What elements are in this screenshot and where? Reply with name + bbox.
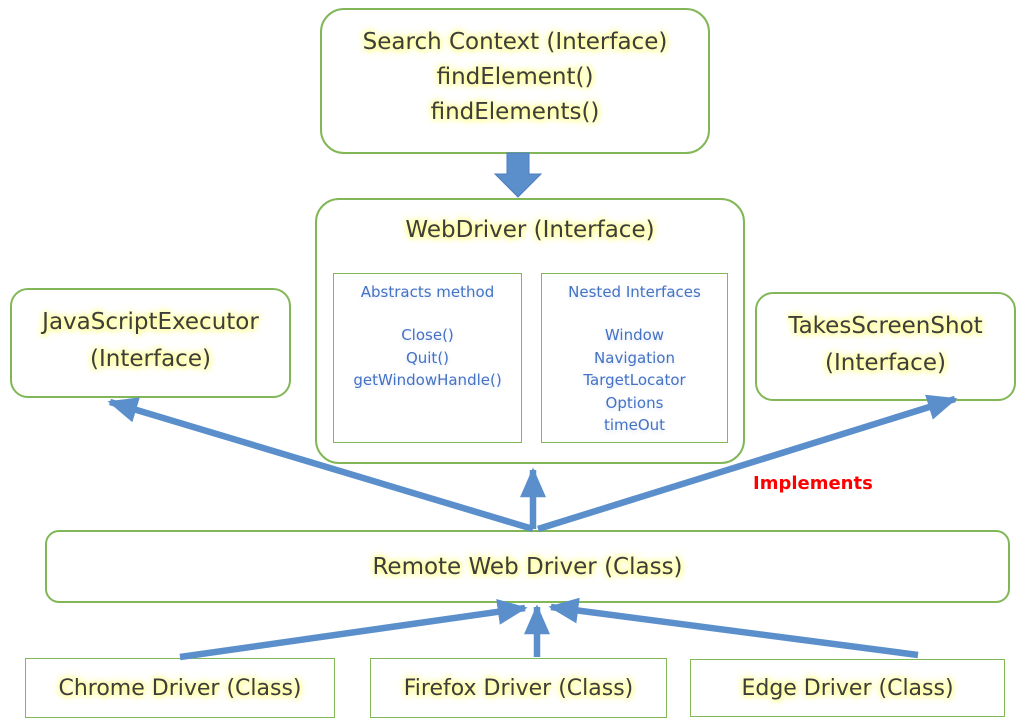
node-remote-webdriver: Remote Web Driver (Class) — [45, 530, 1010, 603]
node-chrome-driver: Chrome Driver (Class) — [25, 658, 335, 718]
interface-navigation: Navigation — [594, 348, 675, 367]
node-webdriver: WebDriver (Interface) Abstracts method C… — [315, 198, 745, 464]
method-close: Close() — [401, 326, 454, 344]
nested-interfaces-list: Window Navigation TargetLocator Options … — [542, 324, 727, 437]
takes-screenshot-type: (Interface) — [825, 350, 946, 376]
block-arrow-searchcontext-to-webdriver — [493, 152, 543, 198]
node-javascript-executor: JavaScriptExecutor (Interface) — [10, 288, 291, 398]
interface-targetlocator: TargetLocator — [583, 371, 686, 389]
firefox-driver-label: Firefox Driver (Class) — [403, 675, 634, 701]
method-getwindowhandle: getWindowHandle() — [353, 371, 502, 389]
edge-driver-label: Edge Driver (Class) — [741, 675, 954, 701]
abstract-methods-panel: Abstracts method Close() Quit() getWindo… — [333, 273, 522, 443]
chrome-driver-label: Chrome Driver (Class) — [58, 675, 302, 701]
search-context-title: Search Context (Interface) — [362, 29, 668, 55]
interface-options: Options — [605, 393, 664, 412]
arrow-edge-to-remote — [548, 597, 919, 659]
node-search-context: Search Context (Interface) findElement()… — [320, 8, 710, 154]
node-takes-screenshot: TakesScreenShot (Interface) — [755, 292, 1016, 401]
nested-interfaces-title: Nested Interfaces — [568, 283, 701, 301]
arrow-chrome-to-remote — [179, 598, 528, 661]
abstract-methods-list: Close() Quit() getWindowHandle() — [334, 324, 521, 392]
javascript-executor-type: (Interface) — [90, 346, 211, 372]
search-context-method-findelements: findElements() — [430, 99, 600, 125]
takes-screenshot-name: TakesScreenShot — [788, 313, 983, 339]
nested-interfaces-panel: Nested Interfaces Window Navigation Targ… — [541, 273, 728, 443]
implements-label: Implements — [753, 473, 873, 494]
interface-timeout: timeOut — [603, 416, 666, 434]
node-edge-driver: Edge Driver (Class) — [690, 659, 1005, 717]
webdriver-title: WebDriver (Interface) — [405, 217, 655, 243]
search-context-method-findelement: findElement() — [436, 64, 594, 90]
interface-window: Window — [604, 326, 665, 344]
javascript-executor-name: JavaScriptExecutor — [42, 309, 259, 335]
remote-webdriver-title: Remote Web Driver (Class) — [372, 553, 683, 580]
node-firefox-driver: Firefox Driver (Class) — [370, 658, 667, 718]
abstract-methods-title: Abstracts method — [360, 283, 495, 301]
method-quit: Quit() — [405, 348, 450, 367]
